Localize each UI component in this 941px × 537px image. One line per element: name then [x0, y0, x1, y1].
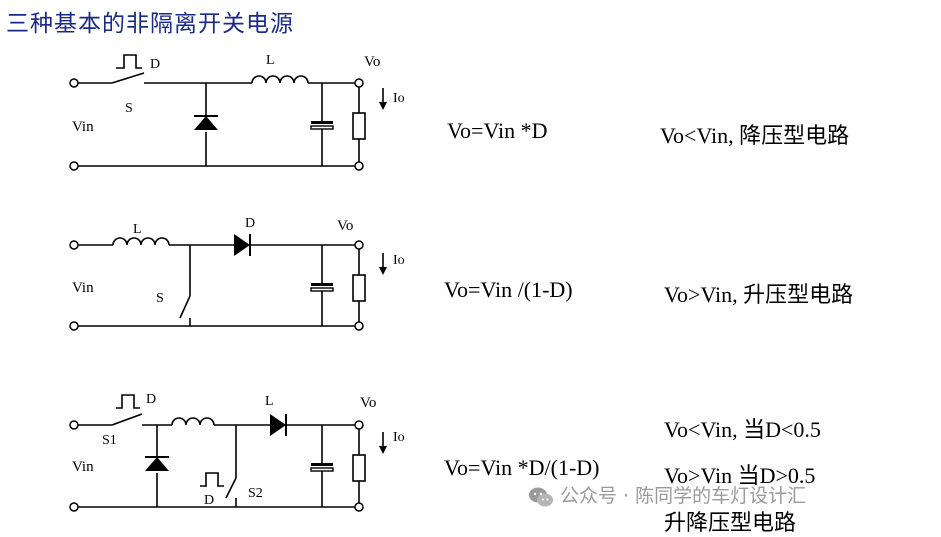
boost-circuit: L D S Vo Io Vin — [69, 216, 405, 331]
boost-diode-label: D — [245, 216, 255, 231]
buckboost-diode — [270, 414, 286, 436]
buckboost-vo-terminal-bottom — [354, 502, 364, 512]
buckboost-capacitor — [311, 463, 333, 466]
buck-vin-terminal-bottom — [69, 161, 79, 171]
buckboost-vo-label: Vo — [360, 395, 376, 411]
buckboost-inductor-label: L — [265, 394, 274, 409]
buckboost-load-resistor — [352, 454, 366, 482]
boost-io-label: Io — [393, 253, 405, 268]
boost-vo-terminal-bottom — [354, 321, 364, 331]
buck-switch — [111, 72, 145, 84]
boost-inductor — [112, 237, 170, 246]
buck-capacitor — [311, 121, 333, 124]
buckboost-io-arrow — [379, 446, 387, 454]
watermark-text: 公众号 · 陈同学的车灯设计汇 — [560, 485, 807, 507]
buck-io-arrow — [379, 102, 387, 110]
buckboost-inductor — [171, 417, 215, 426]
boost-switch-label: S — [156, 291, 164, 306]
buckboost-condition-1: Vo<Vin, 当D<0.5 — [664, 417, 821, 442]
buckboost-vo-terminal-top — [354, 420, 364, 430]
boost-description-text: Vo>Vin, 升压型电路 — [664, 282, 854, 307]
buck-circuit: D S L Vo Io Vin — [69, 53, 405, 171]
buckboost-s1-label: S1 — [102, 433, 117, 448]
buckboost-condition-3: 升降压型电路 — [664, 510, 797, 535]
buckboost-condition-2: Vo>Vin 当D>0.5 — [664, 463, 816, 488]
boost-equation: Vo=Vin /(1-D) — [444, 277, 573, 302]
buckboost-duty1-label: D — [146, 392, 156, 407]
buckboost-pulse1-icon — [116, 394, 140, 409]
buckboost-switch-s2 — [225, 477, 237, 499]
buck-inductor — [251, 75, 309, 84]
buckboost-equation: Vo=Vin *D/(1-D) — [444, 455, 600, 480]
page-title: 三种基本的非隔离开关电源 — [6, 11, 294, 37]
boost-description: Vo>Vin, 升压型电路 — [664, 277, 853, 309]
buck-vo-label: Vo — [364, 54, 380, 70]
buckboost-s2-label: S2 — [248, 486, 263, 501]
boost-vo-label: Vo — [337, 218, 353, 234]
boost-diode — [234, 234, 250, 256]
buck-description: Vo<Vin, 降压型电路 — [660, 118, 849, 150]
buck-description-text: Vo<Vin, 降压型电路 — [660, 123, 850, 148]
buckboost-io-label: Io — [393, 430, 405, 445]
boost-vin-label: Vin — [72, 280, 94, 296]
buckboost-pulse2-icon — [200, 472, 224, 487]
buckboost-vin-terminal-bottom — [69, 502, 79, 512]
buck-diode — [194, 116, 218, 130]
buckboost-freewheel-diode — [145, 457, 169, 471]
buck-vin-terminal-top — [69, 78, 79, 88]
buck-load-resistor — [352, 112, 366, 140]
buckboost-duty2-label: D — [204, 493, 214, 508]
boost-capacitor — [311, 283, 333, 286]
boost-inductor-label: L — [133, 222, 142, 237]
boost-vin-terminal-bottom — [69, 321, 79, 331]
buck-vo-terminal-bottom — [354, 161, 364, 171]
buckboost-vin-label: Vin — [72, 459, 94, 475]
buck-switch-label: S — [125, 101, 133, 116]
boost-load-resistor — [352, 274, 366, 302]
buckboost-vin-terminal-top — [69, 420, 79, 430]
buckboost-circuit: D S1 L D S2 Vo Io Vin — [69, 392, 405, 512]
boost-switch — [179, 295, 191, 319]
boost-io-arrow — [379, 267, 387, 275]
buck-io-label: Io — [393, 91, 405, 106]
buckboost-switch-s1 — [111, 413, 143, 426]
wechat-icon — [529, 487, 553, 506]
buck-vin-label: Vin — [72, 119, 94, 135]
watermark: 公众号 · 陈同学的车灯设计汇 — [528, 481, 806, 508]
buck-pulse-icon — [116, 54, 142, 69]
boost-vo-terminal-top — [354, 240, 364, 250]
buck-inductor-label: L — [266, 53, 275, 68]
boost-vin-terminal-top — [69, 240, 79, 250]
buck-duty-label: D — [150, 57, 160, 72]
buck-equation: Vo=Vin *D — [447, 118, 548, 143]
buck-vo-terminal-top — [354, 78, 364, 88]
